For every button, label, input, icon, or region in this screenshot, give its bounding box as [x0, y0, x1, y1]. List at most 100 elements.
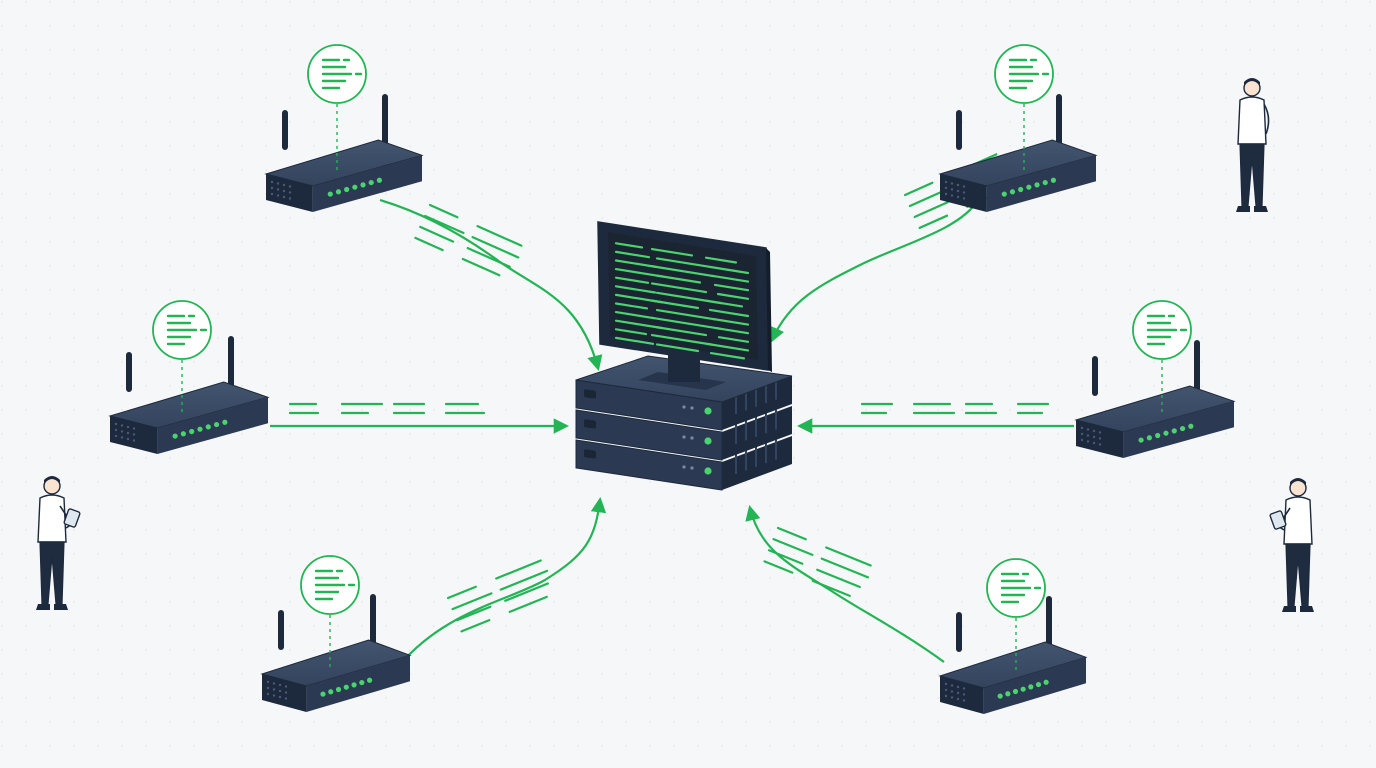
status-led — [320, 691, 326, 697]
status-led — [328, 689, 334, 695]
vent-dot — [956, 189, 960, 193]
status-led — [366, 677, 373, 683]
central-server — [575, 221, 793, 491]
vent-dot — [126, 431, 130, 435]
antenna — [126, 352, 132, 392]
packet-dash — [508, 595, 548, 613]
router-front-face — [1123, 401, 1234, 458]
data-flow-arrow-router-bottom-left — [403, 496, 607, 661]
packet-dash — [460, 619, 491, 633]
log-bubble-router-top-right — [994, 44, 1054, 170]
vent-dot — [276, 194, 280, 197]
antenna — [1046, 596, 1052, 652]
rack-unit — [575, 406, 792, 461]
vent-dot — [114, 428, 118, 432]
status-led — [376, 177, 383, 183]
vent-dot — [956, 697, 960, 701]
antenna — [228, 336, 234, 392]
terminal-line — [716, 292, 750, 300]
vent-dot — [944, 180, 948, 184]
vent-dot — [284, 697, 288, 700]
packet-dash — [424, 214, 465, 235]
packet-dash — [466, 246, 511, 268]
status-led — [359, 679, 365, 686]
status-led — [1171, 428, 1177, 434]
status-led — [1009, 189, 1016, 195]
vent-dot — [944, 682, 948, 686]
vent-dot — [956, 195, 960, 199]
terminal-line — [711, 317, 750, 326]
status-led — [1005, 691, 1011, 697]
packet-dash — [918, 214, 949, 229]
terminal-line — [655, 257, 710, 268]
vent-dot — [1092, 435, 1096, 439]
packet-dash — [825, 546, 872, 567]
status-led — [1155, 432, 1161, 439]
router-layer — [108, 44, 1236, 714]
person-torso — [1283, 496, 1313, 545]
router-front-face — [983, 657, 1086, 714]
terminal-line — [614, 259, 658, 268]
terminal-line — [650, 316, 722, 330]
router-front-face — [306, 655, 410, 712]
packet-dash — [419, 225, 455, 243]
status-led — [335, 686, 342, 693]
log-bubble-router-mid-right — [1132, 300, 1192, 416]
packet-dash — [776, 526, 807, 541]
router-front-face — [312, 155, 422, 212]
vent-dot — [1098, 437, 1102, 440]
antenna — [1194, 340, 1200, 396]
terminal-line — [614, 242, 644, 249]
drive-slot — [584, 389, 596, 399]
person-hair — [1244, 78, 1260, 86]
vent-dot — [120, 430, 124, 433]
vent-dot — [1098, 443, 1102, 446]
status-led — [1001, 191, 1007, 197]
antenna — [956, 110, 962, 150]
vent-dot — [132, 427, 136, 430]
antenna — [382, 94, 388, 150]
vent-dot — [962, 197, 966, 200]
vent-dot — [1086, 434, 1090, 437]
status-led — [327, 191, 333, 197]
status-led — [1035, 681, 1042, 688]
terminal-line — [650, 299, 700, 310]
packet-dash — [461, 257, 501, 277]
connection-layer — [270, 153, 1074, 663]
router-top-face — [260, 639, 412, 687]
status-led — [1042, 179, 1048, 186]
status-led — [180, 431, 186, 437]
data-flow-arrow-router-top-right — [770, 199, 979, 343]
vent-dot — [1098, 431, 1102, 434]
vent-dot — [962, 687, 966, 690]
antenna — [956, 612, 962, 652]
status-led — [335, 189, 342, 195]
packet-dash — [772, 538, 814, 556]
person-shoe — [1282, 606, 1296, 612]
log-bubble-router-bottom-left — [300, 555, 360, 670]
antenna — [1092, 356, 1098, 396]
vent-dot — [278, 683, 282, 687]
status-led — [172, 433, 178, 439]
tablet-icon — [1269, 510, 1287, 530]
vent-dot — [1080, 438, 1084, 442]
antenna — [278, 610, 284, 650]
vent-dot — [278, 695, 282, 699]
status-led — [205, 424, 211, 430]
status-led — [1138, 437, 1144, 443]
vent-dot — [956, 183, 960, 187]
terminal-line — [614, 310, 656, 320]
vent-dot — [270, 186, 274, 190]
vent-dot — [950, 188, 954, 191]
vent-dot — [284, 691, 288, 694]
vent-dot — [278, 689, 282, 693]
person-shoe — [1300, 606, 1314, 612]
terminal-line — [655, 274, 702, 284]
data-packet-dashes-router-mid-left — [288, 402, 486, 415]
vent-dot — [288, 185, 292, 188]
vent-dot — [266, 686, 270, 690]
packet-dash — [446, 585, 477, 600]
packet-dash — [504, 582, 549, 602]
vent-dot — [266, 680, 270, 684]
